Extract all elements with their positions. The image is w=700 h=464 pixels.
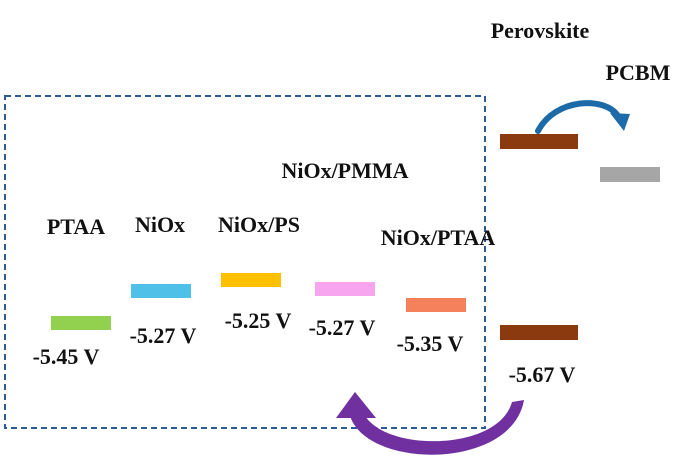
perovskite-cb-bar: [500, 134, 578, 149]
niox-ps-level-bar: [221, 273, 281, 287]
niox-ptaa-value: -5.35 V: [397, 331, 464, 356]
perovskite-vb-bar: [500, 325, 578, 340]
niox-ptaa-level-bar: [406, 298, 466, 312]
hole-transfer-arrow: [350, 400, 524, 455]
niox-ps-value: -5.25 V: [225, 308, 292, 333]
niox-value: -5.27 V: [130, 323, 197, 348]
niox-pmma-level-bar: [315, 282, 375, 296]
ptaa-label: PTAA: [47, 214, 105, 239]
electron-transfer-arrow: [535, 100, 621, 134]
niox-label: NiOx: [135, 212, 185, 237]
niox-ptaa-label: NiOx/PTAA: [381, 225, 496, 250]
niox-pmma-value: -5.27 V: [309, 315, 376, 340]
dashed-box: [4, 95, 486, 429]
ptaa-value: -5.45 V: [33, 344, 100, 369]
hole-transfer-arrowhead: [336, 392, 376, 418]
perovskite-value: -5.67 V: [509, 362, 576, 387]
pcbm-label: PCBM: [606, 60, 671, 85]
electron-transfer-arrowhead: [610, 113, 630, 131]
pcbm-level-bar: [600, 167, 660, 182]
ptaa-level-bar: [51, 316, 111, 330]
niox-level-bar: [131, 284, 191, 298]
niox-pmma-label: NiOx/PMMA: [281, 158, 408, 183]
niox-ps-label: NiOx/PS: [218, 212, 300, 237]
perovskite-label: Perovskite: [491, 18, 590, 43]
